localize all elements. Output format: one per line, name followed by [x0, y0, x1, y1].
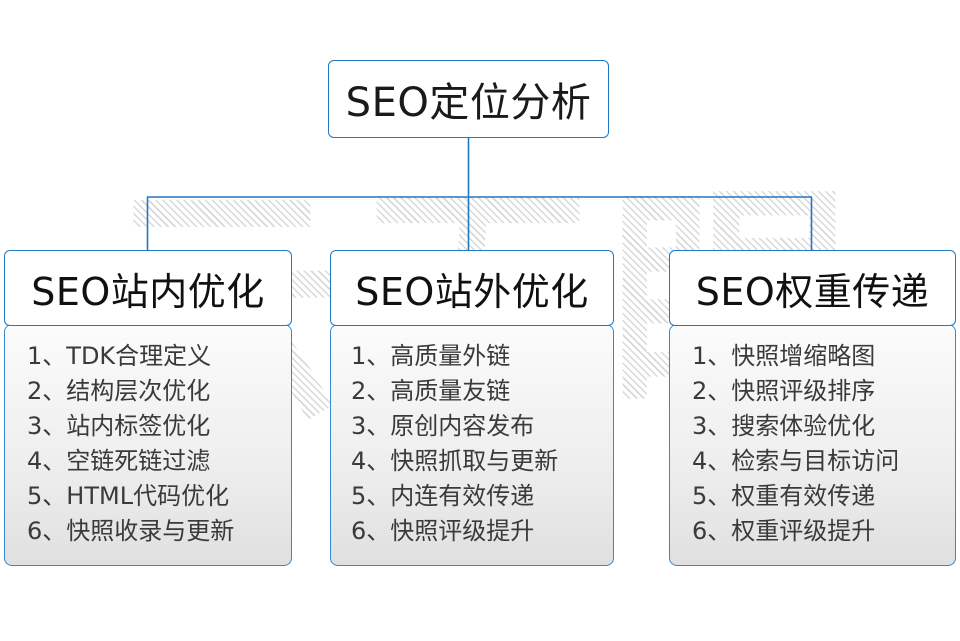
list-item-label: 权重有效传递 [731, 482, 876, 510]
list-item: 2、 高质量友链 [351, 374, 613, 409]
list-item-number: 3、 [27, 412, 67, 440]
list-item-label: 高质量友链 [390, 377, 511, 405]
list-item-label: 结构层次优化 [66, 377, 211, 405]
list-item: 1、 高质量外链 [351, 339, 613, 374]
root-node-label: SEO定位分析 [345, 80, 592, 126]
list-item: 5、 权重有效传递 [692, 479, 955, 514]
list-item-label: 站内标签优化 [66, 412, 211, 440]
list-item-label: 权重评级提升 [731, 517, 876, 545]
list-item: 2、 结构层次优化 [27, 374, 291, 409]
list-item-label: 高质量外链 [390, 342, 511, 370]
list-item-number: 2、 [27, 377, 67, 405]
branch-header-label-3: SEO权重传递 [695, 269, 930, 314]
list-item-number: 5、 [351, 482, 391, 510]
list-item-label: TDK合理定义 [66, 342, 212, 370]
list-item-number: 3、 [351, 412, 391, 440]
list-item-number: 6、 [351, 517, 391, 545]
branch-column-1: SEO站内优化 1、 TDK合理定义 2、 结构层次优化 3、 站内标签优化 4… [4, 250, 292, 566]
list-item: 5、 HTML代码优化 [27, 479, 291, 514]
list-item-label: 原创内容发布 [390, 412, 535, 440]
list-item-label: 搜索体验优化 [731, 412, 876, 440]
list-item-number: 5、 [27, 482, 67, 510]
list-item-number: 2、 [692, 377, 732, 405]
branch-header-1[interactable]: SEO站内优化 [4, 250, 292, 326]
branch-header-label-2: SEO站外优化 [355, 269, 589, 314]
list-item: 1、 快照增缩略图 [692, 339, 955, 374]
list-item: 2、 快照评级排序 [692, 374, 955, 409]
list-item-number: 1、 [351, 342, 391, 370]
list-item-number: 2、 [351, 377, 391, 405]
list-item: 6、 权重评级提升 [692, 514, 955, 549]
branch-header-label-1: SEO站内优化 [31, 269, 265, 314]
list-item-number: 4、 [692, 447, 732, 475]
list-item-number: 3、 [692, 412, 732, 440]
branch-list-1: 1、 TDK合理定义 2、 结构层次优化 3、 站内标签优化 4、 空链死链过滤… [4, 324, 292, 566]
list-item-label: 内连有效传递 [390, 482, 535, 510]
list-item-label: 空链死链过滤 [66, 447, 211, 475]
list-item: 3、 搜索体验优化 [692, 409, 955, 444]
branch-list-2: 1、 高质量外链 2、 高质量友链 3、 原创内容发布 4、 快照抓取与更新 5… [330, 324, 614, 566]
list-item-label: 快照收录与更新 [66, 517, 235, 545]
list-item: 4、 快照抓取与更新 [351, 444, 613, 479]
list-item: 5、 内连有效传递 [351, 479, 613, 514]
list-item-label: 检索与目标访问 [731, 447, 900, 475]
list-item-label: 快照评级提升 [390, 517, 535, 545]
list-item-label: 快照增缩略图 [731, 342, 876, 370]
list-item: 6、 快照收录与更新 [27, 514, 291, 549]
branch-header-3[interactable]: SEO权重传递 [669, 250, 956, 326]
list-item: 4、 检索与目标访问 [692, 444, 955, 479]
branch-column-3: SEO权重传递 1、 快照增缩略图 2、 快照评级排序 3、 搜索体验优化 4、… [669, 250, 956, 566]
list-item: 4、 空链死链过滤 [27, 444, 291, 479]
list-item-number: 6、 [692, 517, 732, 545]
branch-header-2[interactable]: SEO站外优化 [330, 250, 614, 326]
list-item-label: 快照评级排序 [731, 377, 876, 405]
list-item: 6、 快照评级提升 [351, 514, 613, 549]
list-item-number: 1、 [27, 342, 67, 370]
list-item-number: 6、 [27, 517, 67, 545]
list-item: 3、 原创内容发布 [351, 409, 613, 444]
list-item-label: 快照抓取与更新 [390, 447, 559, 475]
list-item: 1、 TDK合理定义 [27, 339, 291, 374]
list-item-number: 4、 [27, 447, 67, 475]
list-item-number: 5、 [692, 482, 732, 510]
root-node[interactable]: SEO定位分析 [328, 60, 609, 138]
list-item-number: 4、 [351, 447, 391, 475]
branch-column-2: SEO站外优化 1、 高质量外链 2、 高质量友链 3、 原创内容发布 4、 快… [330, 250, 614, 566]
branch-list-3: 1、 快照增缩略图 2、 快照评级排序 3、 搜索体验优化 4、 检索与目标访问… [669, 324, 956, 566]
list-item-number: 1、 [692, 342, 732, 370]
list-item: 3、 站内标签优化 [27, 409, 291, 444]
list-item-label: HTML代码优化 [66, 482, 230, 510]
